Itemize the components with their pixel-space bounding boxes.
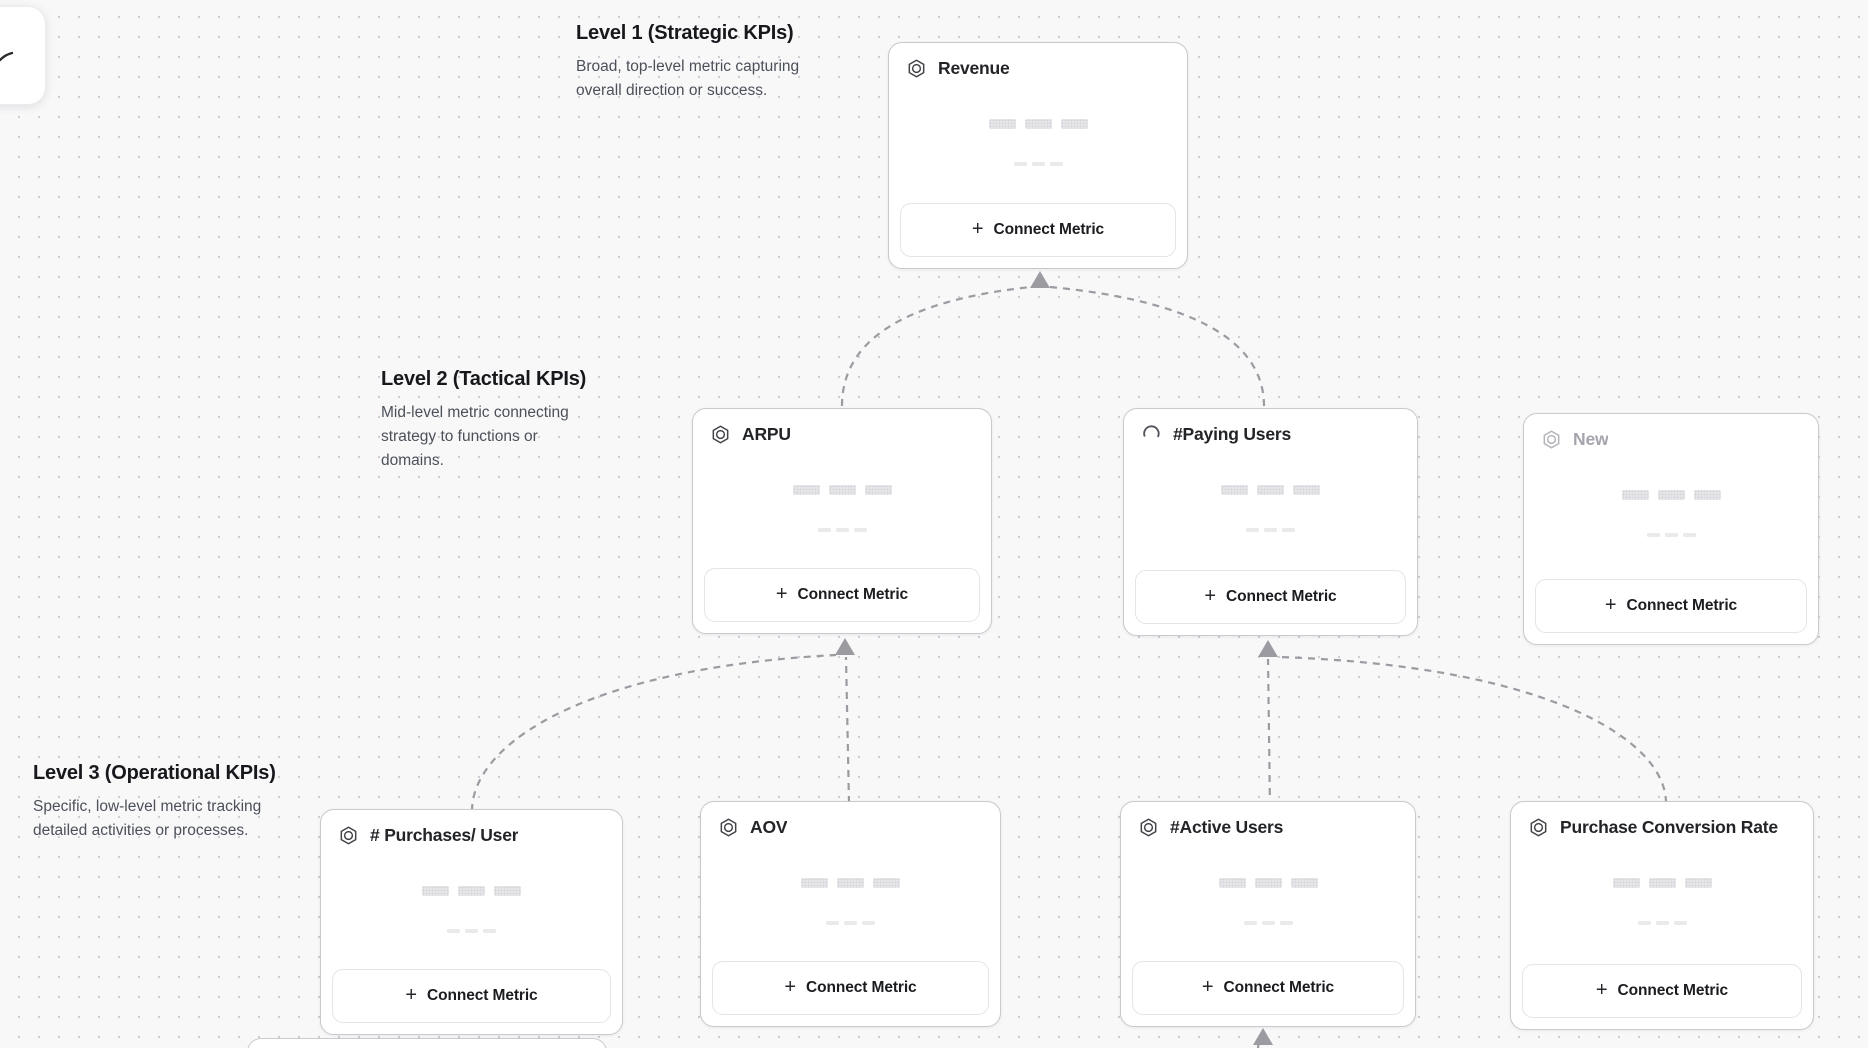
metric-card-title: #Paying Users xyxy=(1173,424,1292,444)
metric-card-active-users[interactable]: #Active Users + Connect Metric xyxy=(1120,801,1416,1027)
plus-icon: + xyxy=(775,583,788,605)
level-2-title: Level 2 (Tactical KPIs) xyxy=(381,368,587,390)
level-2-description: Mid-level metric connecting strategy to … xyxy=(381,404,569,470)
metric-skeleton-bars xyxy=(1121,878,1415,888)
metric-skeleton-bars xyxy=(321,886,622,896)
metric-hexagon-icon xyxy=(1528,817,1549,838)
metric-hexagon-icon xyxy=(1541,429,1562,450)
plus-icon: + xyxy=(971,218,984,240)
metric-card-title: #Active Users xyxy=(1170,817,1284,837)
plus-icon: + xyxy=(784,976,797,998)
metric-skeleton-dashes xyxy=(693,528,991,532)
level-1-description: Broad, top-level metric capturing overal… xyxy=(576,58,800,100)
metric-card-paying-users[interactable]: #Paying Users + Connect Metric xyxy=(1123,408,1418,636)
metric-hexagon-icon xyxy=(1138,817,1159,838)
level-3-label-block: Level 3 (Operational KPIs) Specific, low… xyxy=(33,762,298,843)
spinner-icon xyxy=(1141,424,1162,445)
connect-metric-button[interactable]: + Connect Metric xyxy=(1535,579,1807,633)
metric-card-title: # Purchases/ User xyxy=(370,825,519,845)
arrowhead-into-active-users xyxy=(1253,1028,1273,1045)
level-2-label-block: Level 2 (Tactical KPIs) Mid-level metric… xyxy=(381,368,596,473)
connector-aov-to-arpu xyxy=(844,656,851,804)
connect-metric-label: Connect Metric xyxy=(1226,588,1337,605)
plus-icon: + xyxy=(1604,594,1617,616)
plus-icon: + xyxy=(1595,979,1608,1001)
metric-skeleton-dashes xyxy=(1121,921,1415,925)
metric-card-title: AOV xyxy=(750,817,788,837)
connect-metric-button[interactable]: + Connect Metric xyxy=(1135,570,1406,624)
metric-card-arpu[interactable]: ARPU + Connect Metric xyxy=(692,408,992,634)
metric-card-new[interactable]: New + Connect Metric xyxy=(1523,413,1819,645)
connect-metric-label: Connect Metric xyxy=(427,987,538,1004)
plus-icon: + xyxy=(1204,585,1217,607)
metric-skeleton-bars xyxy=(1124,485,1417,495)
metric-hexagon-icon xyxy=(906,58,927,79)
connect-metric-button[interactable]: + Connect Metric xyxy=(704,568,980,622)
cursor-icon xyxy=(0,51,14,62)
connector-pcr-to-paying-users xyxy=(1278,655,1668,804)
canvas-toolbar-panel[interactable] xyxy=(0,6,46,105)
connector-arpu-to-revenue xyxy=(840,285,1032,407)
metric-skeleton-bars xyxy=(693,485,991,495)
metric-skeleton-dashes xyxy=(1524,533,1818,537)
arrowhead-into-paying-users xyxy=(1258,640,1278,657)
metric-skeleton-dashes xyxy=(321,929,622,933)
plus-icon: + xyxy=(405,984,418,1006)
level-1-label-block: Level 1 (Strategic KPIs) Broad, top-leve… xyxy=(576,22,826,103)
metric-card-title: New xyxy=(1573,429,1609,449)
connect-metric-label: Connect Metric xyxy=(1617,982,1729,999)
metric-skeleton-bars xyxy=(889,119,1187,129)
connect-metric-label: Connect Metric xyxy=(993,221,1105,238)
connect-metric-button[interactable]: + Connect Metric xyxy=(332,969,611,1023)
metric-card-partial[interactable] xyxy=(247,1038,607,1048)
connector-paying-users-to-revenue xyxy=(1049,285,1266,407)
metric-card-purchases-per-user[interactable]: # Purchases/ User + Connect Metric xyxy=(320,809,623,1035)
metric-card-title: ARPU xyxy=(742,424,791,444)
connector-offscreen-to-active-users xyxy=(1256,1039,1262,1048)
connect-metric-label: Connect Metric xyxy=(1626,597,1738,614)
level-3-description: Specific, low-level metric tracking deta… xyxy=(33,798,262,840)
connect-metric-label: Connect Metric xyxy=(806,979,917,996)
connector-active-users-to-paying-users xyxy=(1266,658,1272,809)
metric-skeleton-bars xyxy=(701,878,1000,888)
metric-hexagon-icon xyxy=(718,817,739,838)
metric-skeleton-bars xyxy=(1511,878,1813,888)
metric-skeleton-dashes xyxy=(1124,528,1417,532)
metric-hexagon-icon xyxy=(710,424,731,445)
plus-icon: + xyxy=(1201,976,1214,998)
connect-metric-button[interactable]: + Connect Metric xyxy=(712,961,989,1015)
metric-card-title: Revenue xyxy=(938,58,1010,78)
metric-card-revenue[interactable]: Revenue + Connect Metric xyxy=(888,42,1188,269)
metric-card-aov[interactable]: AOV + Connect Metric xyxy=(700,801,1001,1027)
connect-metric-label: Connect Metric xyxy=(1223,979,1335,996)
metric-card-purchase-conversion-rate[interactable]: Purchase Conversion Rate + Connect Metri… xyxy=(1510,801,1814,1030)
metric-skeleton-bars xyxy=(1524,490,1818,500)
connect-metric-label: Connect Metric xyxy=(797,586,909,603)
level-1-title: Level 1 (Strategic KPIs) xyxy=(576,22,794,44)
connect-metric-button[interactable]: + Connect Metric xyxy=(1132,961,1404,1015)
arrowhead-into-arpu xyxy=(835,638,855,655)
metric-skeleton-dashes xyxy=(889,162,1187,166)
connect-metric-button[interactable]: + Connect Metric xyxy=(900,203,1176,257)
connector-purchases-to-arpu xyxy=(470,653,837,812)
metric-skeleton-dashes xyxy=(701,921,1000,925)
connect-metric-button[interactable]: + Connect Metric xyxy=(1522,964,1802,1018)
metric-skeleton-dashes xyxy=(1511,921,1813,925)
metric-hexagon-icon xyxy=(338,825,359,846)
level-3-title: Level 3 (Operational KPIs) xyxy=(33,762,276,784)
metric-card-title: Purchase Conversion Rate xyxy=(1560,817,1778,837)
arrowhead-into-revenue xyxy=(1030,271,1050,288)
